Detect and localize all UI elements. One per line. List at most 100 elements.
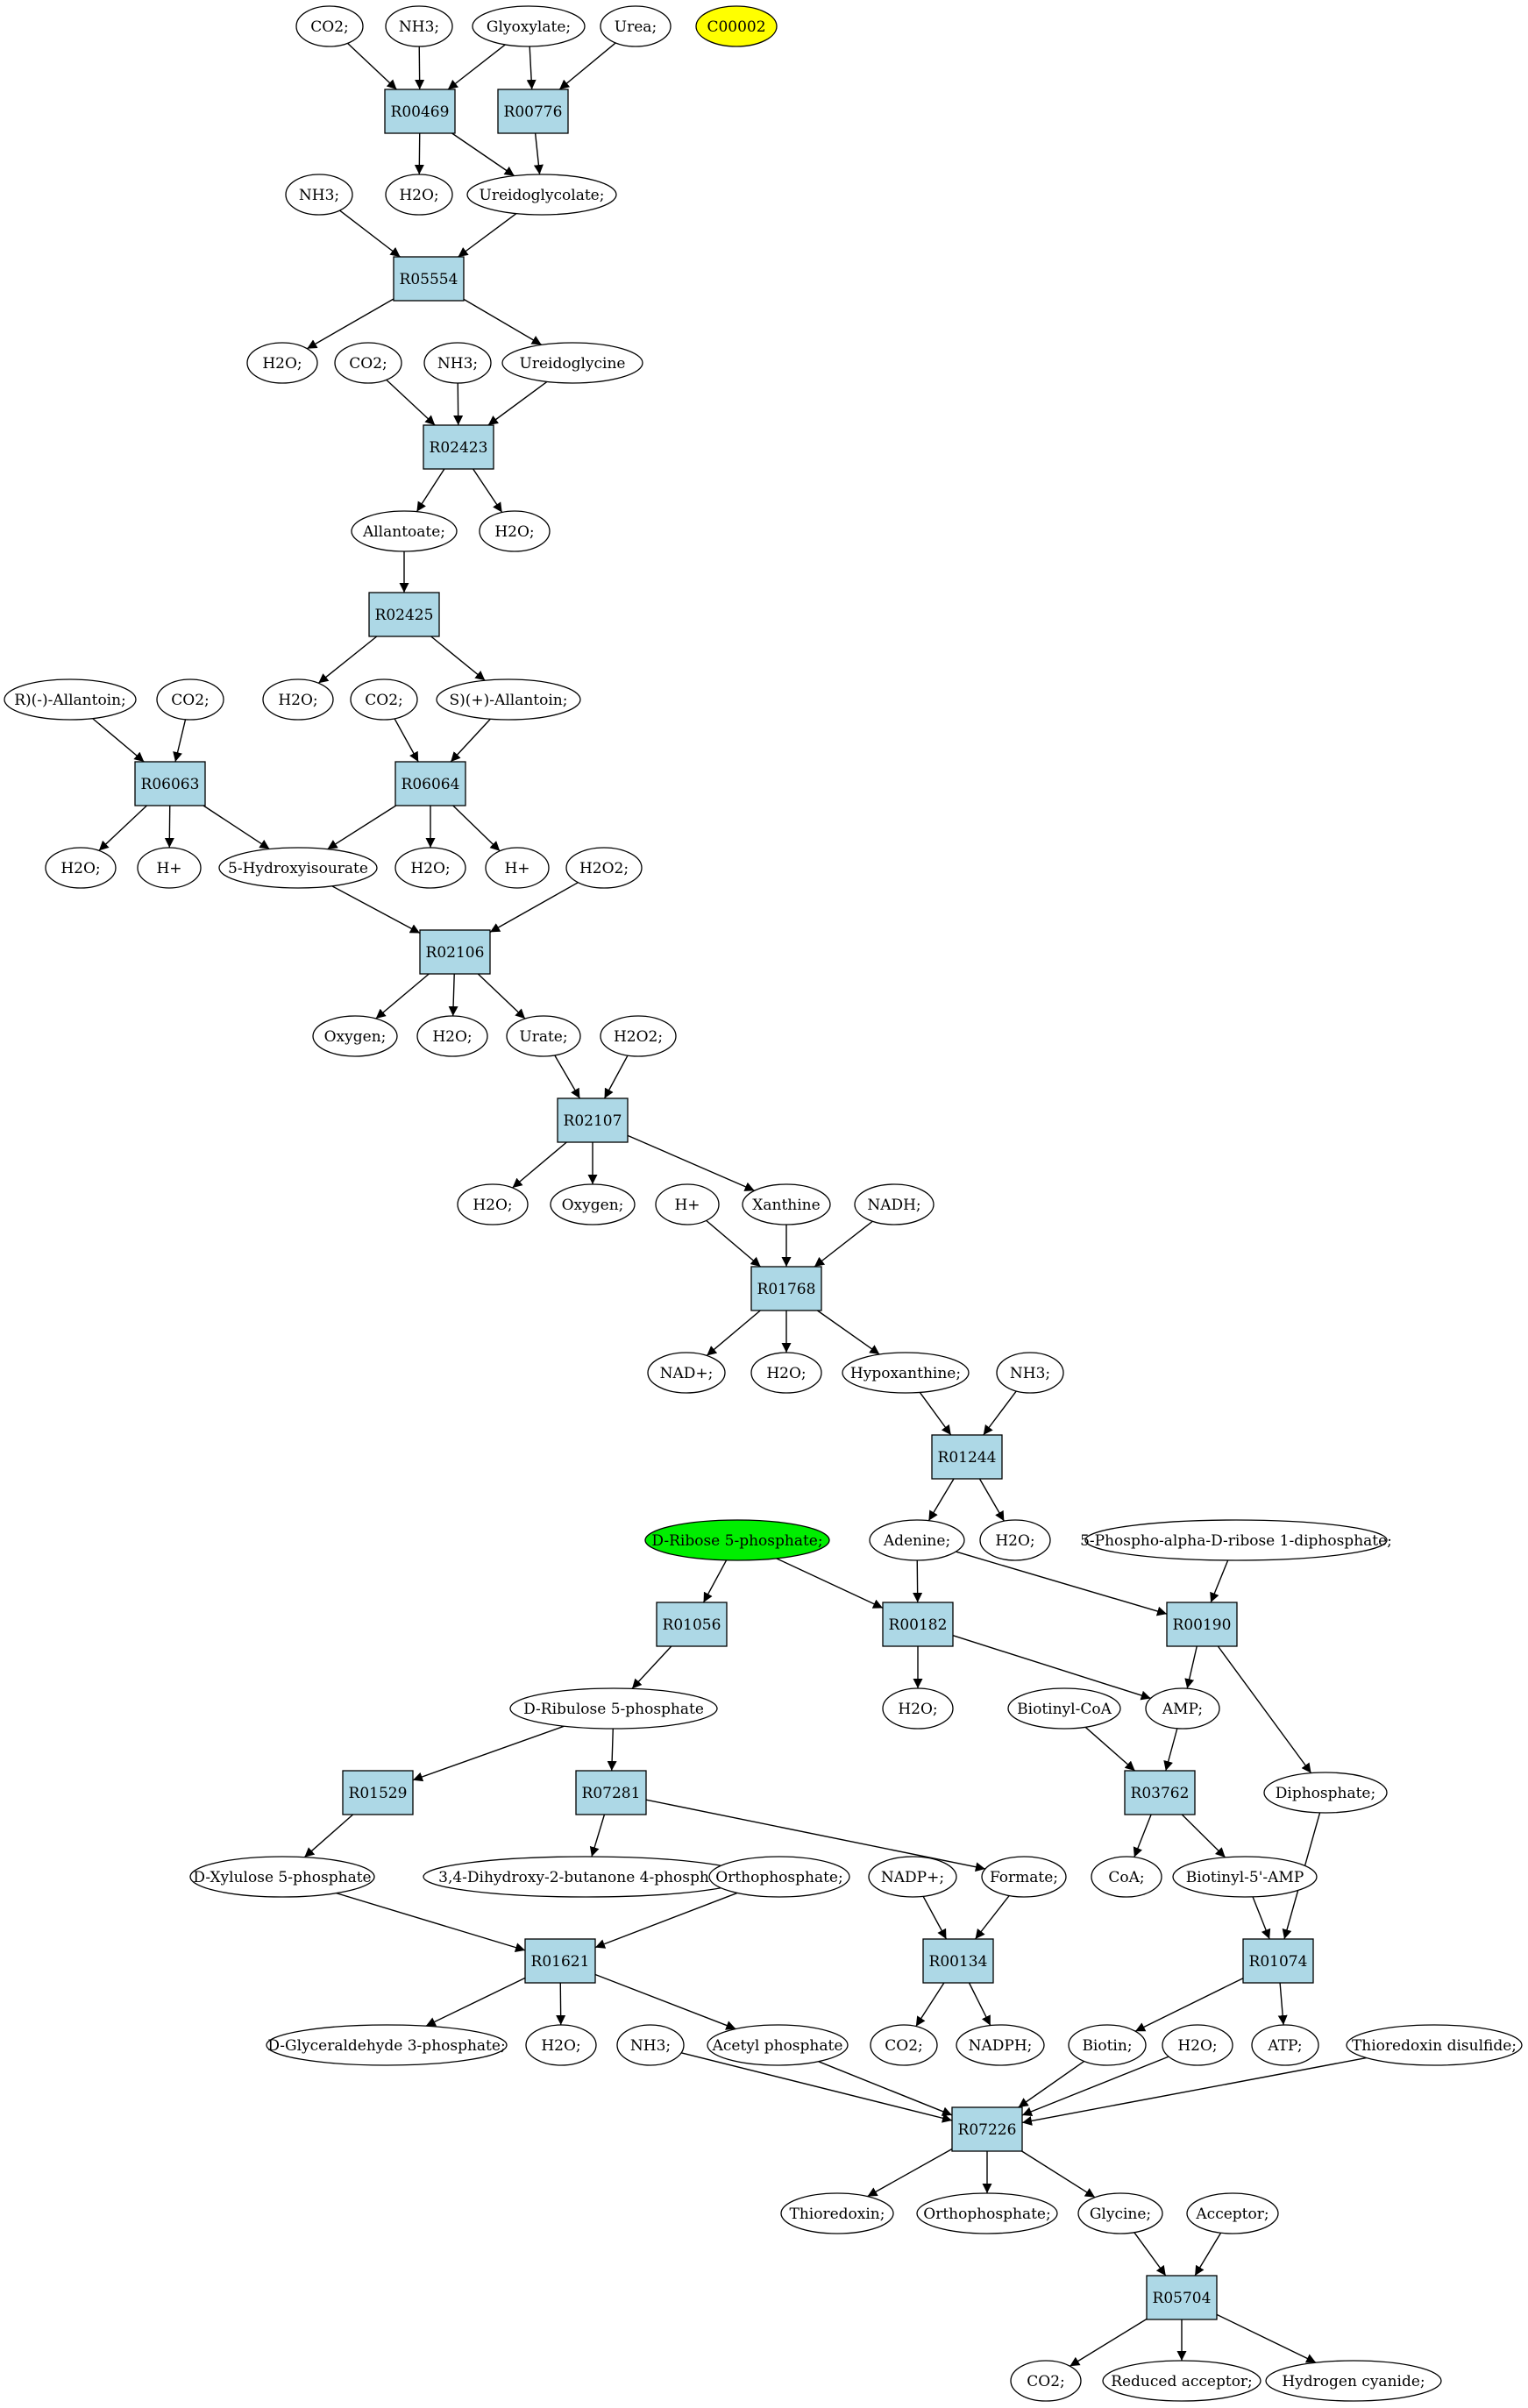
reaction-node-r01621[interactable]: R01621 — [524, 1938, 596, 1984]
reaction-node-r06063[interactable]: R06063 — [134, 761, 206, 806]
compound-node-h2o[interactable]: H2O; — [416, 1015, 488, 1057]
compound-node-reduced-acceptor[interactable]: Reduced acceptor; — [1102, 2360, 1261, 2402]
compound-node-nadph[interactable]: NADPH; — [956, 2024, 1045, 2066]
compound-node-d-glyceraldehyde-3-phosphate[interactable]: D-Glyceraldehyde 3-phosphate; — [266, 2024, 508, 2066]
compound-node-atp[interactable]: ATP; — [1251, 2024, 1319, 2066]
compound-node-nh3[interactable]: NH3; — [996, 1352, 1064, 1394]
compound-node-acceptor[interactable]: Acceptor; — [1186, 2192, 1279, 2234]
compound-node-h2o[interactable]: H2O; — [979, 1519, 1051, 1561]
reaction-node-r01529[interactable]: R01529 — [342, 1770, 414, 1815]
reaction-node-r07281[interactable]: R07281 — [575, 1770, 647, 1815]
reaction-node-r02107[interactable]: R02107 — [557, 1097, 629, 1143]
compound-label: H2O; — [278, 692, 317, 709]
compound-node-5-hydroxyisourate[interactable]: 5-Hydroxyisourate — [218, 847, 378, 889]
compound-node-oxygen[interactable]: Oxygen; — [550, 1183, 636, 1225]
compound-node-h2o[interactable]: H2O; — [246, 342, 318, 384]
compound-node-h2o[interactable]: H2O; — [385, 174, 453, 216]
compound-node-h2o[interactable]: H2O; — [457, 1183, 529, 1225]
reaction-node-r01074[interactable]: R01074 — [1242, 1938, 1314, 1984]
compound-node-nad[interactable]: NAD+; — [647, 1352, 726, 1394]
compound-node-co2[interactable]: CO2; — [334, 342, 402, 384]
compound-node-biotinyl-coa[interactable]: Biotinyl-CoA — [1007, 1687, 1121, 1730]
edge-c-ureidoglycine-to-r-r02423 — [487, 380, 548, 426]
compound-node-glycine[interactable]: Glycine; — [1077, 2192, 1163, 2234]
compound-label: 3,4-Dihydroxy-2-butanone 4-phosphate — [438, 1869, 733, 1886]
compound-node-h2o[interactable]: H2O; — [394, 847, 466, 889]
compound-node-urate[interactable]: Urate; — [506, 1015, 581, 1057]
reaction-node-r01768[interactable]: R01768 — [750, 1266, 822, 1311]
reaction-node-r02425[interactable]: R02425 — [368, 592, 440, 637]
compound-node-d-ribulose-5-phosphate[interactable]: D-Ribulose 5-phosphate — [509, 1687, 718, 1730]
compound-node-diphosphate[interactable]: Diphosphate; — [1263, 1772, 1388, 1814]
compound-node-h2o[interactable]: H2O; — [525, 2024, 597, 2066]
compound-node-co2[interactable]: CO2; — [156, 678, 224, 721]
compound-node-h2o[interactable]: H2O; — [262, 678, 334, 721]
compound-node-amp[interactable]: AMP; — [1145, 1687, 1220, 1730]
reaction-node-r06064[interactable]: R06064 — [394, 761, 466, 806]
compound-node-acetyl-phosphate[interactable]: Acetyl phosphate — [707, 2024, 849, 2066]
compound-node-urea[interactable]: Urea; — [600, 5, 672, 47]
compound-node-orthophosphate[interactable]: Orthophosphate; — [708, 1856, 850, 1898]
compound-node-h[interactable]: H+ — [485, 847, 550, 889]
compound-node-biotinyl-5-amp[interactable]: Biotinyl-5'-AMP — [1172, 1856, 1318, 1898]
compound-node-c00002[interactable]: C00002 — [695, 5, 778, 47]
reaction-node-r00190[interactable]: R00190 — [1166, 1602, 1238, 1647]
compound-node-thioredoxin-disulfide[interactable]: Thioredoxin disulfide; — [1346, 2024, 1523, 2066]
compound-node-h2o[interactable]: H2O; — [45, 847, 117, 889]
reaction-node-r00182[interactable]: R00182 — [882, 1602, 954, 1647]
edges-layer — [92, 42, 1367, 2367]
reaction-node-r01056[interactable]: R01056 — [656, 1602, 728, 1647]
compound-node-h2o2[interactable]: H2O2; — [565, 847, 643, 889]
reaction-node-r01244[interactable]: R01244 — [931, 1434, 1003, 1480]
compound-node-adenine[interactable]: Adenine; — [869, 1519, 965, 1561]
reaction-node-r03762[interactable]: R03762 — [1124, 1770, 1196, 1815]
compound-node-h2o[interactable]: H2O; — [882, 1687, 954, 1730]
reaction-node-r05704[interactable]: R05704 — [1146, 2275, 1218, 2320]
compound-node-biotin[interactable]: Biotin; — [1068, 2024, 1147, 2066]
compound-node-5-phospho-alpha-d-ribose-1-diphosphate[interactable]: 5-Phospho-alpha-D-ribose 1-diphosphate; — [1080, 1519, 1392, 1561]
compound-node-glyoxylate[interactable]: Glyoxylate; — [472, 5, 586, 47]
compound-node-orthophosphate[interactable]: Orthophosphate; — [916, 2192, 1058, 2234]
compound-node-thioredoxin[interactable]: Thioredoxin; — [780, 2192, 894, 2234]
compound-node-co2[interactable]: CO2; — [1010, 2360, 1082, 2402]
compound-node-h2o[interactable]: H2O; — [1162, 2024, 1233, 2066]
compound-node-h2o2[interactable]: H2O2; — [600, 1015, 677, 1057]
compound-node-nadp[interactable]: NADP+; — [868, 1856, 957, 1898]
compound-node-nh3[interactable]: NH3; — [385, 5, 453, 47]
compound-node-formate[interactable]: Formate; — [981, 1856, 1067, 1898]
compound-node-s-allantoin[interactable]: S)(+)-Allantoin; — [436, 678, 581, 721]
compound-node-nadh[interactable]: NADH; — [854, 1183, 935, 1225]
compound-node-ureidoglycolate[interactable]: Ureidoglycolate; — [466, 174, 617, 216]
compound-node-allantoate[interactable]: Allantoate; — [351, 510, 458, 552]
compound-node-h2o[interactable]: H2O; — [479, 510, 551, 552]
compound-node-co2[interactable]: CO2; — [870, 2024, 938, 2066]
reaction-node-r00134[interactable]: R00134 — [922, 1938, 994, 1984]
compound-node-nh3[interactable]: NH3; — [285, 174, 353, 216]
compound-node-h[interactable]: H+ — [137, 847, 202, 889]
compound-node-h2o[interactable]: H2O; — [750, 1352, 822, 1394]
reaction-node-r07226[interactable]: R07226 — [951, 2106, 1023, 2152]
compound-node-oxygen[interactable]: Oxygen; — [312, 1015, 398, 1057]
reaction-node-r00776[interactable]: R00776 — [497, 89, 569, 134]
compound-node-r-allantoin[interactable]: R)(-)-Allantoin; — [4, 678, 137, 721]
compound-node-h[interactable]: H+ — [655, 1183, 720, 1225]
compound-node-co2[interactable]: CO2; — [350, 678, 418, 721]
reaction-node-r05554[interactable]: R05554 — [393, 256, 465, 302]
compound-node-xanthine[interactable]: Xanthine — [742, 1183, 831, 1225]
reaction-node-r02106[interactable]: R02106 — [419, 929, 491, 975]
compound-node-nh3[interactable]: NH3; — [616, 2024, 685, 2066]
compound-node-ureidoglycine[interactable]: Ureidoglycine — [501, 342, 643, 384]
compound-node-coa[interactable]: CoA; — [1091, 1856, 1162, 1898]
compound-label: AMP; — [1162, 1701, 1203, 1718]
compound-node-3-4-dihydroxy-2-butanone-4-phosphate[interactable]: 3,4-Dihydroxy-2-butanone 4-phosphate — [423, 1856, 749, 1898]
compound-label: Adenine; — [883, 1532, 950, 1550]
reaction-node-r02423[interactable]: R02423 — [423, 424, 494, 470]
compound-node-co2[interactable]: CO2; — [295, 5, 364, 47]
compound-node-hypoxanthine[interactable]: Hypoxanthine; — [842, 1352, 970, 1394]
compound-node-d-xylulose-5-phosphate[interactable]: D-Xylulose 5-phosphate — [189, 1856, 375, 1898]
reaction-node-r00469[interactable]: R00469 — [384, 89, 456, 134]
compound-node-d-ribose-5-phosphate[interactable]: D-Ribose 5-phosphate; — [644, 1519, 830, 1561]
compound-node-hydrogen-cyanide[interactable]: Hydrogen cyanide; — [1265, 2360, 1442, 2402]
edge-r-r03762-to-c-biotinyl5amp — [1181, 1814, 1226, 1858]
compound-node-nh3[interactable]: NH3; — [423, 342, 492, 384]
